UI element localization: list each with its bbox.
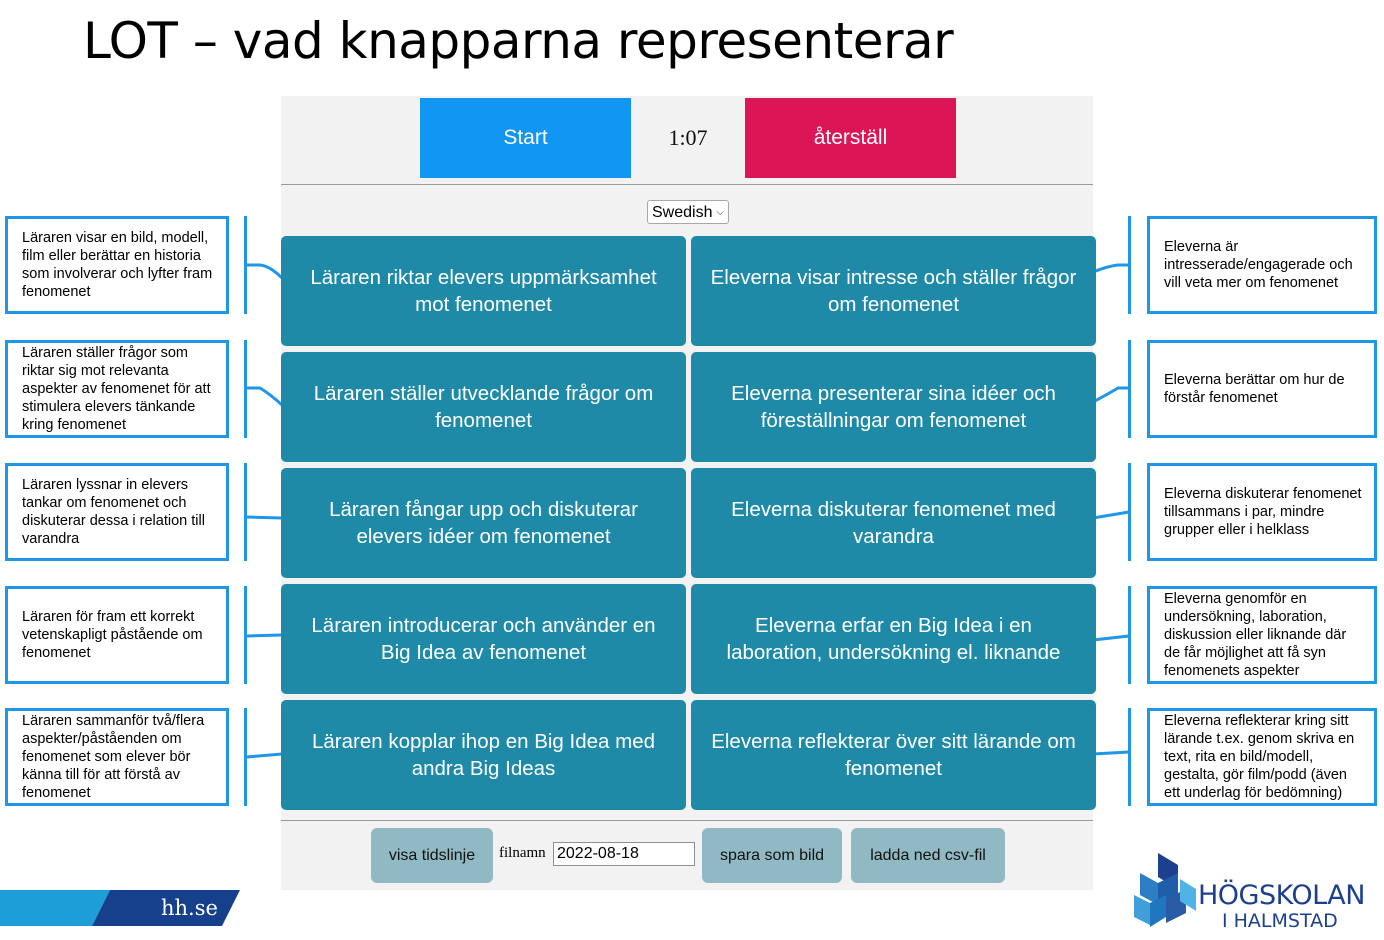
timer-display: 1:07	[668, 125, 708, 150]
right-bracket-4	[1128, 586, 1131, 684]
student-button-4[interactable]: Eleverna erfar en Big Idea i en laborati…	[691, 584, 1096, 694]
left-bracket-4	[244, 586, 247, 684]
right-note-2: Eleverna berättar om hur de förstår feno…	[1147, 340, 1377, 438]
left-note-2: Läraren ställer frågor som riktar sig mo…	[5, 340, 229, 438]
language-select[interactable]: Swedish ⌵	[647, 200, 729, 224]
student-button-5[interactable]: Eleverna reflekterar över sitt lärande o…	[691, 700, 1096, 810]
timer-bar: Start 1:07 återställ	[281, 96, 1093, 185]
right-note-4: Eleverna genomför en undersökning, labor…	[1147, 586, 1377, 684]
right-bracket-5	[1128, 708, 1131, 806]
logo-line-2: I HALMSTAD	[1222, 910, 1338, 932]
teacher-button-2[interactable]: Läraren ställer utvecklande frågor om fe…	[281, 352, 686, 462]
left-note-1: Läraren visar en bild, modell, film elle…	[5, 216, 229, 314]
left-bracket-1	[244, 216, 247, 314]
lot-app-panel: Start 1:07 återställ Swedish ⌵ Läraren r…	[281, 96, 1096, 891]
left-bracket-5	[244, 708, 247, 806]
start-button[interactable]: Start	[420, 98, 631, 178]
logo-line-1: HÖGSKOLAN	[1198, 880, 1365, 911]
teacher-button-4[interactable]: Läraren introducerar och använder en Big…	[281, 584, 686, 694]
teacher-button-5[interactable]: Läraren kopplar ihop en Big Idea med and…	[281, 700, 686, 810]
language-selected-value: Swedish	[652, 204, 713, 221]
left-note-3: Läraren lyssnar in elevers tankar om fen…	[5, 463, 229, 561]
teacher-button-3[interactable]: Läraren fångar upp och diskuterar elever…	[281, 468, 686, 578]
left-note-4: Läraren för fram ett korrekt vetenskapli…	[5, 586, 229, 684]
teacher-button-1[interactable]: Läraren riktar elevers uppmärksamhet mot…	[281, 236, 686, 346]
bottom-toolbar: visa tidslinje filnamn spara som bild la…	[281, 820, 1093, 891]
right-note-3: Eleverna diskuterar fenomenet tillsamman…	[1147, 463, 1377, 561]
filename-input[interactable]	[553, 842, 695, 866]
site-link[interactable]: hh.se	[161, 896, 218, 920]
reset-button[interactable]: återställ	[745, 98, 956, 178]
show-timeline-button[interactable]: visa tidslinje	[371, 828, 493, 883]
slide-title: LOT – vad knapparna representerar	[83, 12, 954, 70]
right-note-5: Eleverna reflekterar kring sitt lärande …	[1147, 708, 1377, 806]
student-button-2[interactable]: Eleverna presenterar sina idéer och före…	[691, 352, 1096, 462]
right-bracket-1	[1128, 216, 1131, 314]
right-note-1: Eleverna är intresserade/engagerade och …	[1147, 216, 1377, 314]
save-image-button[interactable]: spara som bild	[702, 828, 842, 883]
student-button-3[interactable]: Eleverna diskuterar fenomenet med varand…	[691, 468, 1096, 578]
university-logo-icon	[1134, 853, 1196, 927]
left-note-5: Läraren sammanför två/flera aspekter/pås…	[5, 708, 229, 806]
download-csv-button[interactable]: ladda ned csv-fil	[851, 828, 1005, 883]
left-bracket-3	[244, 463, 247, 561]
right-bracket-3	[1128, 463, 1131, 561]
right-bracket-2	[1128, 340, 1131, 438]
left-bracket-2	[244, 340, 247, 438]
student-button-1[interactable]: Eleverna visar intresse och ställer fråg…	[691, 236, 1096, 346]
chevron-down-icon: ⌵	[716, 207, 724, 218]
filename-label: filnamn	[499, 845, 546, 861]
